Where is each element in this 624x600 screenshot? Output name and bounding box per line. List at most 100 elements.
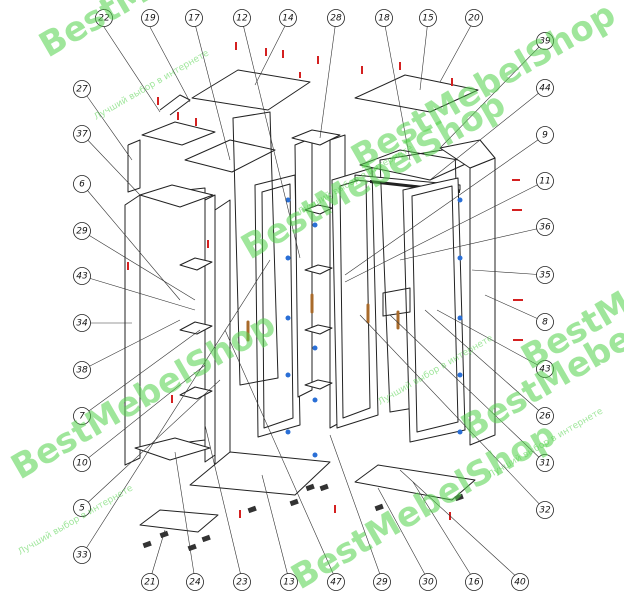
callout-circle xyxy=(73,546,91,564)
callout-number: 18 xyxy=(378,14,390,24)
callout-number: 10 xyxy=(76,459,88,469)
callout-circle xyxy=(141,9,159,27)
callout-circle xyxy=(73,361,91,379)
callout-number: 36 xyxy=(539,223,551,233)
upper-shelf-left xyxy=(141,121,216,146)
callout-number: 32 xyxy=(539,506,551,516)
hinge-dot xyxy=(457,429,463,435)
middle-column-top xyxy=(291,129,341,146)
callout-number: 20 xyxy=(468,14,480,24)
left-mirror-door-frame xyxy=(254,174,301,438)
callout-number: 35 xyxy=(539,271,551,281)
callout-c-bot-3: 23 xyxy=(233,573,251,591)
callout-circle xyxy=(73,125,91,143)
callout-c-left-2: 37 xyxy=(73,125,91,143)
callout-circle xyxy=(95,9,113,27)
callout-c-top-9: 20 xyxy=(465,9,483,27)
right-inner-drawer xyxy=(382,287,411,317)
callout-c-top-3: 17 xyxy=(185,9,203,27)
callout-circle xyxy=(73,267,91,285)
corner-bracket-top xyxy=(159,94,191,116)
callout-c-left-11: 33 xyxy=(73,546,91,564)
callout-c-right-8: 43 xyxy=(536,360,554,378)
callout-c-left-3: 6 xyxy=(73,175,91,193)
callout-circle xyxy=(419,573,437,591)
callout-number: 6 xyxy=(79,180,85,190)
callout-c-left-10: 5 xyxy=(73,499,91,517)
top-panel-right xyxy=(354,74,479,113)
callout-circle xyxy=(327,9,345,27)
callout-circle xyxy=(73,454,91,472)
left-mirror-door-glass xyxy=(261,183,294,429)
callout-circle xyxy=(73,175,91,193)
callout-c-right-7: 8 xyxy=(536,313,554,331)
hinge-dot xyxy=(285,372,291,378)
callout-number: 19 xyxy=(144,14,156,24)
hinge-dot xyxy=(285,429,291,435)
hinge-dot xyxy=(285,197,291,203)
hinge-dot xyxy=(312,222,318,228)
center-partition-back xyxy=(232,111,279,386)
callout-number: 31 xyxy=(539,459,550,469)
callout-number: 37 xyxy=(76,130,88,140)
callout-number: 23 xyxy=(236,578,248,588)
watermark-brand: BestMebelShop xyxy=(285,414,563,598)
callout-number: 38 xyxy=(76,366,88,376)
callout-number: 29 xyxy=(376,578,388,588)
fasteners xyxy=(127,42,523,520)
callout-c-right-3: 9 xyxy=(536,126,554,144)
upper-shelf-center xyxy=(184,139,276,173)
callout-c-right-2: 44 xyxy=(536,79,554,97)
hinge-dot xyxy=(457,197,463,203)
callout-c-bot-2: 24 xyxy=(186,573,204,591)
callout-circle xyxy=(375,9,393,27)
callout-number: 28 xyxy=(330,14,342,24)
foot xyxy=(305,483,315,492)
callout-number: 13 xyxy=(283,578,295,588)
callout-number: 8 xyxy=(542,318,548,328)
callout-c-bot-9: 40 xyxy=(511,573,529,591)
bottom-panel-left xyxy=(139,509,219,533)
left-cabinet-top xyxy=(139,184,214,208)
callout-c-bot-8: 16 xyxy=(465,573,483,591)
right-upper-shelf xyxy=(439,139,496,169)
callout-number: 39 xyxy=(539,37,551,47)
middle-shelf-1 xyxy=(304,204,333,215)
callout-number: 12 xyxy=(236,14,248,24)
callout-c-top-6: 28 xyxy=(327,9,345,27)
callout-number: 26 xyxy=(539,412,551,422)
callout-number: 29 xyxy=(76,227,88,237)
callout-number: 47 xyxy=(330,578,342,588)
center-partition xyxy=(294,137,313,398)
callout-circle xyxy=(536,32,554,50)
callout-circle xyxy=(536,407,554,425)
right-mirror-door-glass xyxy=(411,185,459,433)
callout-number: 21 xyxy=(144,578,155,588)
left-shelf-3 xyxy=(179,386,213,400)
callout-c-bot-7: 30 xyxy=(419,573,437,591)
left-shelf-1 xyxy=(179,257,213,271)
hinge-dot xyxy=(457,255,463,261)
callout-number: 5 xyxy=(79,504,85,514)
callout-circle xyxy=(73,222,91,240)
hinge-dot xyxy=(457,372,463,378)
callout-number: 9 xyxy=(542,131,548,141)
foot xyxy=(142,540,152,549)
callout-c-bot-5: 47 xyxy=(327,573,345,591)
callout-number: 33 xyxy=(76,551,88,561)
foot xyxy=(187,543,197,552)
callout-circle xyxy=(373,573,391,591)
hinge-dot xyxy=(312,397,318,403)
callout-number: 34 xyxy=(76,319,88,329)
callout-number: 22 xyxy=(98,14,110,24)
foot xyxy=(159,530,169,539)
watermarks: BestMebelShop Лучший выбор в интернете B… xyxy=(5,0,624,598)
middle-shelf-2 xyxy=(304,264,333,275)
callout-number: 15 xyxy=(422,14,434,24)
callout-number: 44 xyxy=(539,84,551,94)
callout-circle xyxy=(233,573,251,591)
callout-c-right-4: 11 xyxy=(536,172,554,190)
hinges xyxy=(285,197,463,458)
